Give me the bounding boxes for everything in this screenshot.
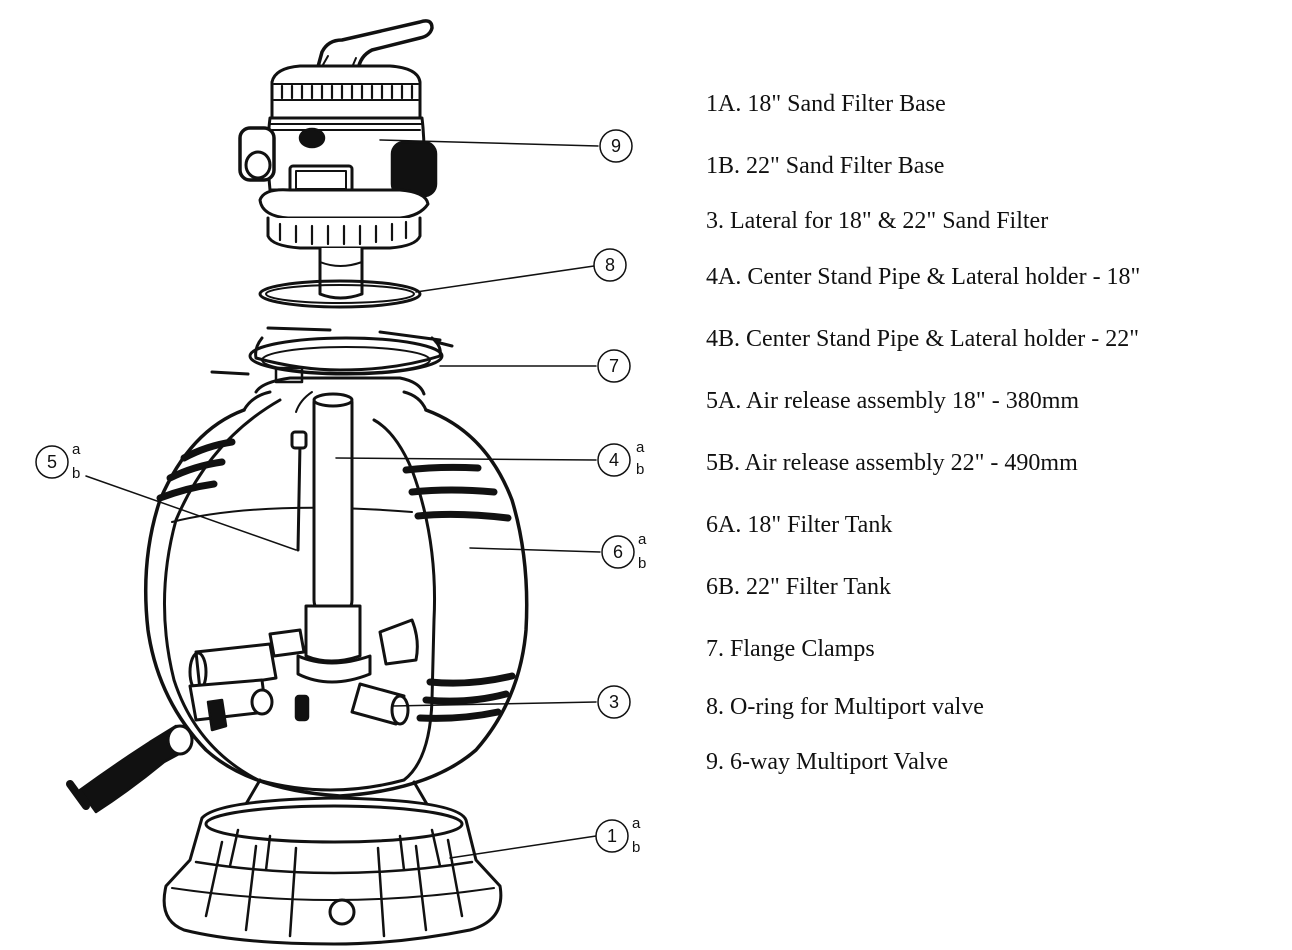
legend-item-5a: 5A. Air release assembly 18" - 380mm bbox=[706, 388, 1080, 414]
legend-item-1b: 1B. 22" Sand Filter Base bbox=[706, 153, 945, 179]
callout-5-number: 5 bbox=[47, 452, 57, 472]
callout-9: 9 bbox=[599, 129, 633, 163]
callout-4-number: 4 bbox=[609, 450, 619, 470]
callout-4-sub-a: a bbox=[636, 439, 645, 456]
sand-filter-base-drawing bbox=[162, 796, 503, 946]
o-ring-drawing bbox=[258, 279, 422, 309]
callout-1: 1 a b bbox=[595, 815, 641, 856]
air-release-drawing bbox=[290, 391, 313, 552]
callout-7: 7 bbox=[597, 349, 631, 383]
legend-item-4b: 4B. Center Stand Pipe & Lateral holder -… bbox=[706, 326, 1140, 352]
callout-5-sub-b: b bbox=[72, 465, 80, 482]
callout-1-sub-a: a bbox=[632, 815, 641, 832]
callout-4: 4 a b bbox=[597, 439, 645, 478]
legend-item-7: 7. Flange Clamps bbox=[706, 636, 875, 662]
legend-item-8: 8. O-ring for Multiport valve bbox=[706, 694, 984, 720]
callout-7-number: 7 bbox=[609, 356, 619, 376]
legend-item-5b: 5B. Air release assembly 22" - 490mm bbox=[706, 450, 1078, 476]
callout-6-number: 6 bbox=[613, 542, 623, 562]
legend-item-6a: 6A. 18" Filter Tank bbox=[706, 512, 893, 538]
drain-valve-drawing bbox=[66, 724, 194, 814]
sand-filter-exploded-diagram: 9 8 7 4 a b 5 a b 6 a b 3 1 a b bbox=[35, 19, 647, 946]
callout-4-sub-b: b bbox=[636, 461, 644, 478]
legend-item-1a: 1A. 18" Sand Filter Base bbox=[706, 91, 946, 117]
leader-lines bbox=[85, 139, 601, 859]
callout-1-number: 1 bbox=[607, 826, 617, 846]
callout-3-number: 3 bbox=[609, 692, 619, 712]
callout-3: 3 bbox=[597, 685, 631, 719]
callout-5-sub-a: a bbox=[72, 441, 81, 458]
legend-item-4a: 4A. Center Stand Pipe & Lateral holder -… bbox=[706, 264, 1141, 290]
center-stand-pipe-drawing bbox=[296, 392, 372, 684]
callout-6: 6 a b bbox=[601, 531, 647, 572]
callout-8: 8 bbox=[593, 248, 627, 282]
flange-clamp-drawing bbox=[210, 326, 454, 384]
callout-9-number: 9 bbox=[611, 136, 621, 156]
multiport-valve-drawing bbox=[238, 19, 438, 300]
laterals-drawing bbox=[188, 618, 419, 732]
callout-6-sub-a: a bbox=[638, 531, 647, 548]
callout-1-sub-b: b bbox=[632, 839, 640, 856]
legend-item-6b: 6B. 22" Filter Tank bbox=[706, 574, 892, 600]
callout-6-sub-b: b bbox=[638, 555, 646, 572]
callout-5: 5 a b bbox=[35, 441, 81, 482]
callout-8-number: 8 bbox=[605, 255, 615, 275]
legend-item-3: 3. Lateral for 18" & 22" Sand Filter bbox=[706, 208, 1049, 234]
filter-tank-drawing bbox=[144, 376, 529, 798]
legend-item-9: 9. 6-way Multiport Valve bbox=[706, 749, 949, 775]
